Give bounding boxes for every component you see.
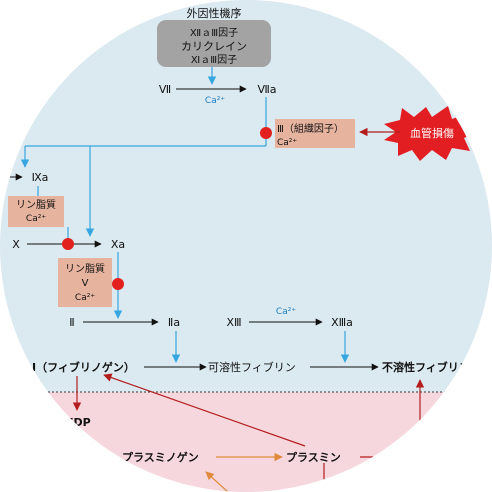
factor-xa: Ⅹa xyxy=(111,238,125,251)
tissue-factor-box xyxy=(275,119,355,148)
phospholipid-label-2: リン脂質 xyxy=(65,262,105,275)
fibrinolysis-region-background xyxy=(0,392,492,492)
factor-vii: Ⅶ xyxy=(159,83,171,96)
plasmin-label: プラスミン xyxy=(286,450,341,464)
tissue-factor-label: Ⅲ（組織因子） xyxy=(277,122,344,135)
phospholipid-label-1: リン脂質 xyxy=(16,198,56,211)
kallikrein-label: カリクレイン xyxy=(181,40,247,53)
factor-iia: Ⅱa xyxy=(168,316,180,329)
insoluble-fibrin-label: 不溶性フィブリン xyxy=(382,360,470,374)
activator-to-plasminogen-arrow xyxy=(205,471,229,492)
ca-ion-label-xiii: Ca²⁺ xyxy=(276,307,296,317)
prothrombin-activation-dot xyxy=(112,278,124,290)
factor-xiiia: ⅩⅢa xyxy=(331,316,353,329)
factor-viia: Ⅶa xyxy=(257,83,276,96)
factor-xiii: ⅩⅢ xyxy=(226,316,241,329)
factor-xia-label: ⅪａⅢ因子 xyxy=(191,54,237,66)
phospholipid-ca-label-2: Ca²⁺ xyxy=(75,293,95,303)
intrinsic-factors-box xyxy=(157,20,271,67)
tissue-factor-dot xyxy=(260,127,272,139)
vessel-injury-burst xyxy=(384,106,478,161)
ca-ion-label: Ca²⁺ xyxy=(205,96,225,106)
soluble-fibrin-label: 可溶性フィブリン xyxy=(208,360,296,374)
factor-ixa: Ⅸa xyxy=(32,171,49,184)
plasmin-to-fibrinogen-arrow xyxy=(103,373,306,447)
tissue-factor-ca-label: Ca²⁺ xyxy=(277,138,297,148)
phospholipid-box-2 xyxy=(58,258,112,307)
factor-x: Ⅹ xyxy=(12,238,20,251)
extrinsic-title: 外因性機序 xyxy=(187,6,242,20)
phospholipid-ca-label-1: Ca²⁺ xyxy=(26,214,46,224)
fibrinogen-label: Ⅰ（フィブリノゲン） xyxy=(32,360,135,374)
vessel-injury-label: 血管損傷 xyxy=(410,126,454,140)
phospholipid-box-1 xyxy=(8,196,64,227)
fdp-label: FDP xyxy=(66,416,91,429)
factor-v-label: Ⅴ xyxy=(82,278,89,289)
factor-xiia-label: ⅫａⅢ因子 xyxy=(190,27,238,39)
factor-ii: Ⅱ xyxy=(69,316,74,329)
plasminogen-label: プラスミノゲン xyxy=(122,450,199,464)
x-activation-dot xyxy=(62,238,74,250)
